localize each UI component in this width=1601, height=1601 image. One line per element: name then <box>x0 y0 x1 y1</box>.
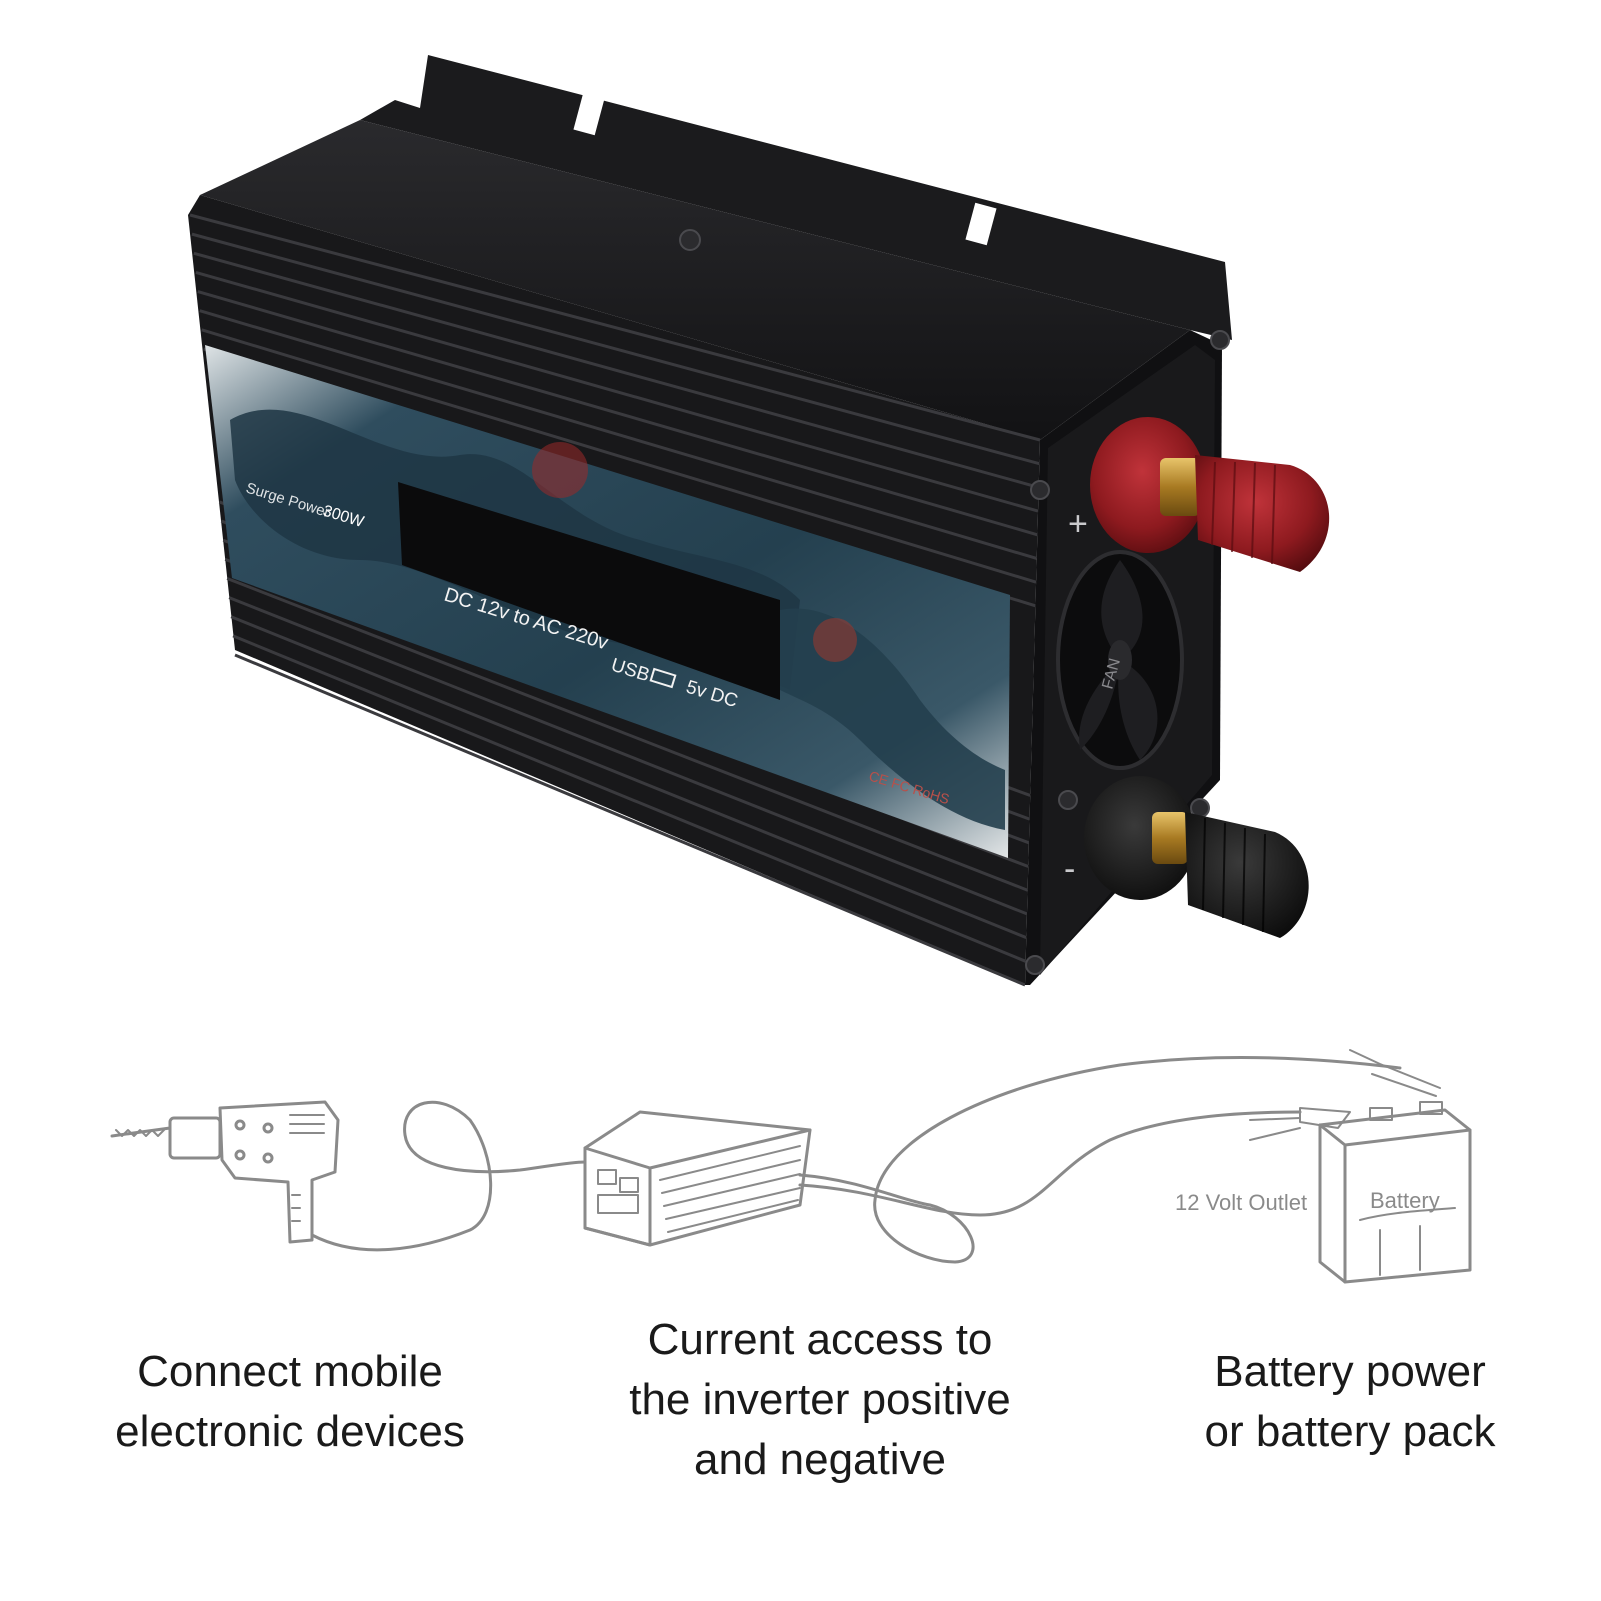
heatsink-rib <box>197 290 1038 537</box>
battery-cable <box>798 1056 1402 1264</box>
screw-icon <box>1210 330 1230 350</box>
heatsink-rib <box>228 596 1028 916</box>
heatsink-rib <box>230 615 1027 939</box>
inverter: Surge Power 300W DC 12v to AC 220v USB 5… <box>188 55 1330 987</box>
panel-flower <box>813 618 857 662</box>
heatsink-rib <box>195 270 1039 513</box>
heatsink-rib <box>226 577 1029 892</box>
usb-port-icon <box>649 667 677 689</box>
positive-terminal <box>1090 417 1330 572</box>
negative-symbol: - <box>1064 850 1075 888</box>
heatsink-rib <box>201 328 1037 584</box>
caption-line: the inverter positive <box>629 1375 1011 1424</box>
battery-cable <box>798 1110 1302 1217</box>
negative-terminal <box>1084 776 1309 938</box>
caption-line: and negative <box>694 1435 946 1484</box>
battery-label: Battery <box>1370 1188 1440 1213</box>
bracket-notch <box>573 92 605 136</box>
panel-decoration <box>780 608 1005 830</box>
caption-battery: Battery power or battery pack <box>1130 1342 1570 1462</box>
heatsink-rib <box>199 309 1038 560</box>
bracket-notch <box>965 202 997 246</box>
caption-inverter: Current access to the inverter positive … <box>570 1310 1070 1490</box>
screw-icon <box>679 229 701 251</box>
charger-plug-icon <box>110 1100 340 1244</box>
battery-icon <box>1318 1101 1472 1284</box>
panel-flower <box>532 442 588 498</box>
lcd-display <box>398 482 780 700</box>
screw-icon <box>1030 480 1050 500</box>
heatsink-rib <box>191 232 1040 466</box>
caption-line: electronic devices <box>115 1407 465 1456</box>
heatsink-rib <box>193 251 1040 489</box>
positive-symbol: + <box>1068 505 1088 543</box>
device-cable <box>310 1100 587 1252</box>
caption-line: Connect mobile <box>137 1347 443 1396</box>
cooling-fan <box>1056 550 1184 770</box>
heatsink-rib <box>232 634 1027 963</box>
heatsink-rib <box>234 653 1026 987</box>
screw-icon <box>1058 790 1078 810</box>
caption-line: Current access to <box>647 1315 993 1364</box>
inverter-top <box>200 120 1190 440</box>
outlet-label: 12 Volt Outlet <box>1175 1190 1307 1215</box>
heatsink-rib <box>189 213 1041 442</box>
caption-line: Battery power <box>1214 1347 1486 1396</box>
wiring-diagram <box>110 1049 1472 1284</box>
caption-devices: Connect mobile electronic devices <box>40 1342 540 1462</box>
caption-line: or battery pack <box>1204 1407 1496 1456</box>
screw-icon <box>1025 955 1045 975</box>
battery-clamp-icon <box>1249 1049 1441 1141</box>
inverter-sketch-icon <box>583 1110 812 1247</box>
